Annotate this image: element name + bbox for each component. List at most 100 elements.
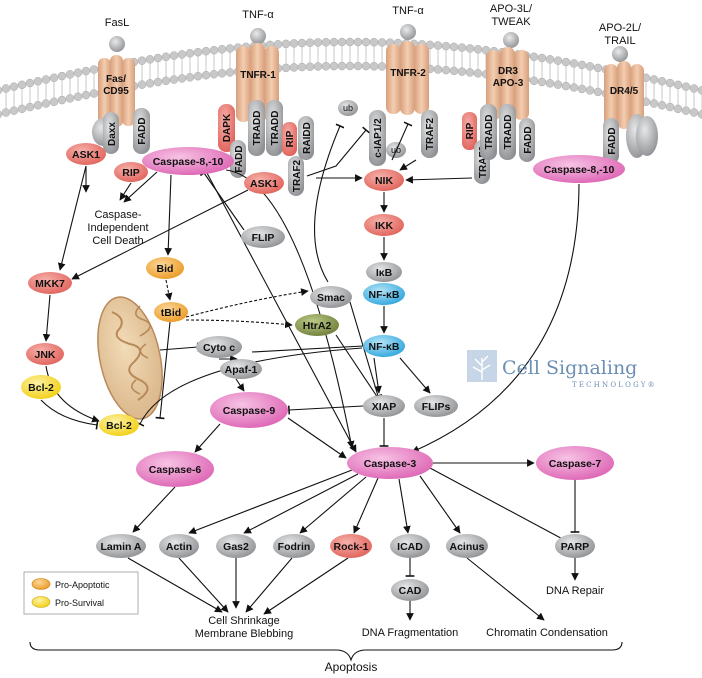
node-jnk-shape — [26, 343, 64, 365]
ligand-apo3l: APO-3L/ TWEAK — [490, 3, 533, 48]
edge-29 — [287, 417, 347, 459]
node-jnk-label: JNK — [34, 349, 55, 361]
node-xiap: XIAP — [363, 395, 405, 417]
edge-17 — [411, 183, 580, 453]
node-nfkb1-label: NF-κB — [369, 289, 400, 301]
ligand-apo2l-label-2: TRAIL — [604, 35, 635, 47]
edge-1 — [119, 182, 132, 201]
dr3-tradd-label-2: TRADD — [503, 115, 514, 150]
node-ikb: IκB — [366, 262, 402, 282]
node-cytoc-shape — [196, 336, 242, 358]
node-casp7-label: Caspase-7 — [549, 458, 602, 470]
logo-sub: TECHNOLOGY® — [572, 381, 657, 389]
node-cad-label: CAD — [399, 585, 422, 597]
node-casp3-shape — [347, 447, 433, 479]
receptor-dr45: DR4/5 — [604, 61, 644, 129]
edge-44 — [243, 473, 359, 534]
tnfr1-adaptors: DAPK FADD TRADD TRADD RIP RAIDD TRAF2 — [218, 100, 314, 196]
edge-52 — [127, 557, 223, 613]
node-apaf1-shape — [220, 359, 262, 379]
node-jnk: JNK — [26, 343, 64, 365]
legend-pro-survival-swatch — [31, 596, 51, 608]
edge-9 — [306, 126, 370, 177]
ligand-tnf-alpha-2: TNF-α — [392, 5, 424, 40]
edge-27 — [155, 321, 171, 420]
node-bid-label: Bid — [157, 263, 174, 275]
dr3-traf2-label: TRAF2 — [478, 145, 489, 178]
node-parp-label: PARP — [561, 541, 589, 553]
receptor-dr3-label-2: APO-3 — [493, 78, 524, 89]
node-casp9-shape — [210, 392, 288, 428]
node-ikb-label: IκB — [376, 267, 393, 279]
edge-42 — [132, 486, 176, 533]
node-casp7-shape — [536, 446, 614, 480]
node-casp810a-label: Caspase-8,-10 — [153, 156, 224, 168]
node-ask1a-shape — [66, 143, 106, 165]
edge-53 — [178, 557, 229, 613]
node-bid: Bid — [146, 257, 184, 279]
dr3-tradd-label-1: TRADD — [484, 115, 495, 150]
node-fodrin-shape — [273, 534, 315, 558]
edge-22 — [185, 288, 309, 318]
node-ask1b-shape — [244, 172, 284, 194]
tnfr1-tradd-label-1: TRADD — [252, 111, 263, 146]
node-fodrin-label: Fodrin — [278, 541, 311, 553]
apoptosis-label: Apoptosis — [325, 660, 378, 674]
edge-55 — [245, 557, 293, 613]
tnfr1-fadd-label: FADD — [234, 145, 245, 172]
node-nfkb2-label: NF-κB — [369, 341, 400, 353]
node-bcl2a: Bcl-2 — [21, 375, 61, 399]
node-ask1a-label: ASK1 — [72, 149, 100, 161]
node-smac-label: Smac — [317, 292, 345, 304]
receptor-dr45-label: DR4/5 — [610, 86, 639, 97]
node-rip: RIP — [114, 162, 148, 182]
outcome-labels: Caspase- Independent Cell Death Cell Shr… — [87, 209, 607, 674]
node-nfkb2: NF-κB — [363, 335, 405, 357]
edge-21 — [40, 399, 99, 430]
node-mkk7-label: MKK7 — [35, 278, 65, 290]
node-apaf1: Apaf-1 — [220, 359, 262, 379]
node-nik: NIK — [364, 169, 404, 191]
edge-6 — [164, 174, 173, 256]
node-smac: Smac — [310, 286, 352, 308]
node-bcl2b-label: Bcl-2 — [106, 420, 132, 432]
node-nfkb2-shape — [363, 335, 405, 357]
node-rip-label: RIP — [122, 167, 140, 179]
node-fodrin: Fodrin — [273, 534, 315, 558]
node-flips-shape — [414, 395, 458, 417]
receptor-dr3-label-1: DR3 — [498, 66, 518, 77]
fas-adaptors: Daxx FADD — [92, 108, 150, 154]
edge-5 — [199, 169, 245, 231]
node-rip-shape — [114, 162, 148, 182]
node-gas2: Gas2 — [216, 534, 256, 558]
node-lamina-label: Lamin A — [100, 541, 141, 553]
node-icad: ICAD — [390, 534, 430, 558]
edge-33 — [399, 357, 431, 394]
node-cytoc-label: Cyto c — [203, 342, 235, 354]
tnfr1-rip-label: RIP — [285, 130, 296, 147]
node-nik-label: NIK — [375, 175, 394, 187]
tnfr1-traf2-label: TRAF2 — [292, 159, 303, 192]
node-bid-shape — [146, 257, 184, 279]
mitochondrion — [97, 296, 163, 420]
ligand-apo3l-label-1: APO-3L/ — [490, 3, 533, 15]
node-flip: FLIP — [241, 226, 285, 248]
chromatin-condensation-label: Chromatin Condensation — [486, 627, 608, 639]
ligand-tnf-alpha-1: TNF-α — [242, 9, 274, 44]
cell-shrinkage-label-1: Cell Shrinkage — [208, 615, 280, 627]
tnfr2-traf2-label: TRAF2 — [425, 117, 436, 150]
receptor-tnfr2: TNFR-2 — [386, 41, 429, 115]
dr3-adaptors: RIP TRAF2 TRADD TRADD FADD — [462, 104, 535, 184]
receptor-fas-label-2: CD95 — [103, 86, 129, 97]
edge-8 — [225, 169, 355, 449]
tnfr2-ciap-label: c-IAP1/2 — [373, 118, 384, 158]
node-casp810b-label: Caspase-8,-10 — [544, 164, 615, 176]
node-casp7: Caspase-7 — [536, 446, 614, 480]
node-flip-shape — [241, 226, 285, 248]
edge-48 — [419, 475, 461, 534]
node-htra2: HtrA2 — [295, 314, 339, 336]
node-cytoc: Cyto c — [196, 336, 242, 358]
edge-7 — [206, 172, 357, 453]
pathway-edges — [40, 121, 580, 621]
